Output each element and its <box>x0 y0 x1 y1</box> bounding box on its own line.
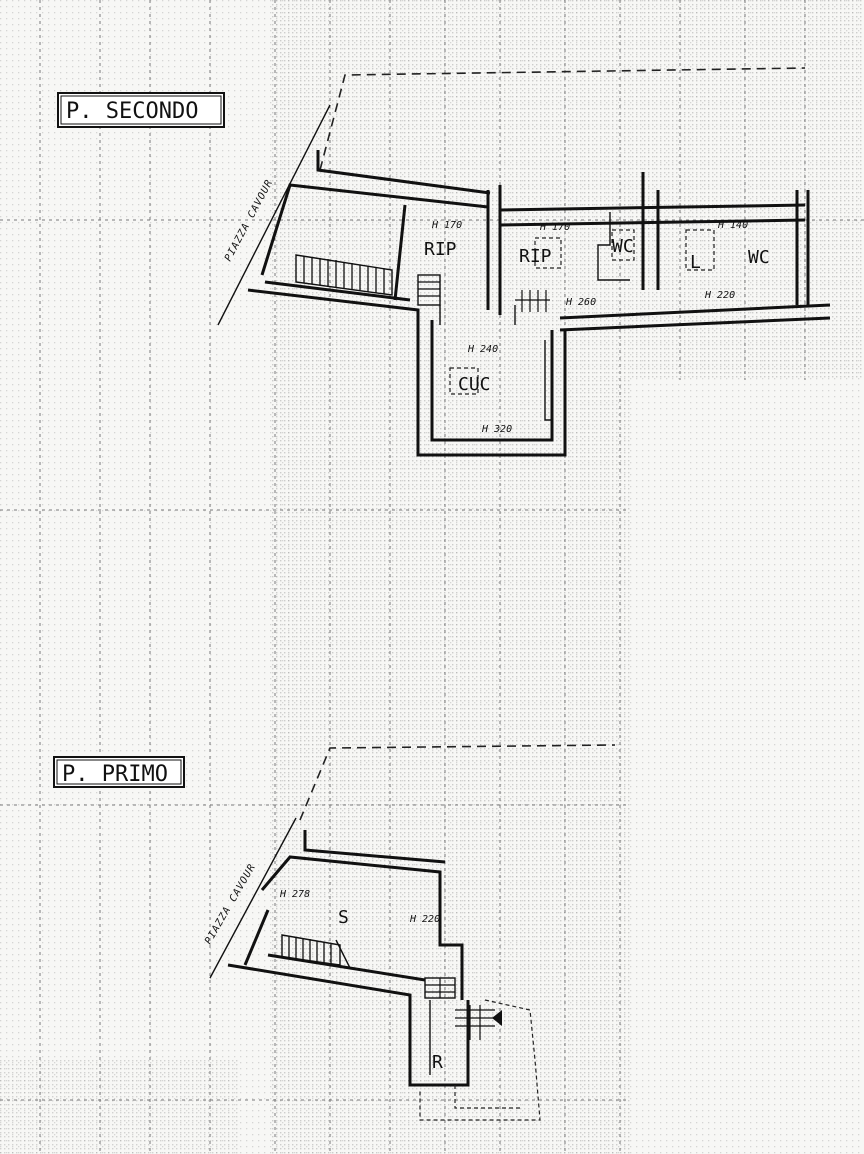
room-label-l: L <box>690 252 701 273</box>
room-label-rip-1: RIP <box>424 239 457 260</box>
room-label-r: R <box>432 1052 443 1073</box>
room-label-cuc: CUC <box>458 374 491 395</box>
room-label-wc-1: WC <box>612 236 634 257</box>
height-label: H 240 <box>467 344 498 355</box>
height-label: H 260 <box>565 297 596 308</box>
height-label: H 170 <box>539 222 570 233</box>
second-floor-stairs <box>295 254 550 325</box>
second-floor-title: P. SECONDO <box>66 99 198 124</box>
height-label: H 220 <box>409 914 440 925</box>
height-label: H 170 <box>431 220 462 231</box>
second-floor-plan: P. SECONDO PIAZZA CAVOUR <box>57 67 831 457</box>
height-label: H 320 <box>481 424 512 435</box>
second-floor-title-box: P. SECONDO <box>57 92 225 128</box>
height-label: H 140 <box>717 220 748 231</box>
room-label-wc-2: WC <box>748 247 770 268</box>
first-floor-title: P. PRIMO <box>62 762 168 787</box>
first-floor-stairs <box>281 934 502 1040</box>
room-label-rip-2: RIP <box>519 246 552 267</box>
height-label: H 220 <box>704 290 735 301</box>
room-label-s: S <box>338 907 349 928</box>
height-label: H 278 <box>279 889 310 900</box>
first-floor-title-box: P. PRIMO <box>53 756 185 788</box>
